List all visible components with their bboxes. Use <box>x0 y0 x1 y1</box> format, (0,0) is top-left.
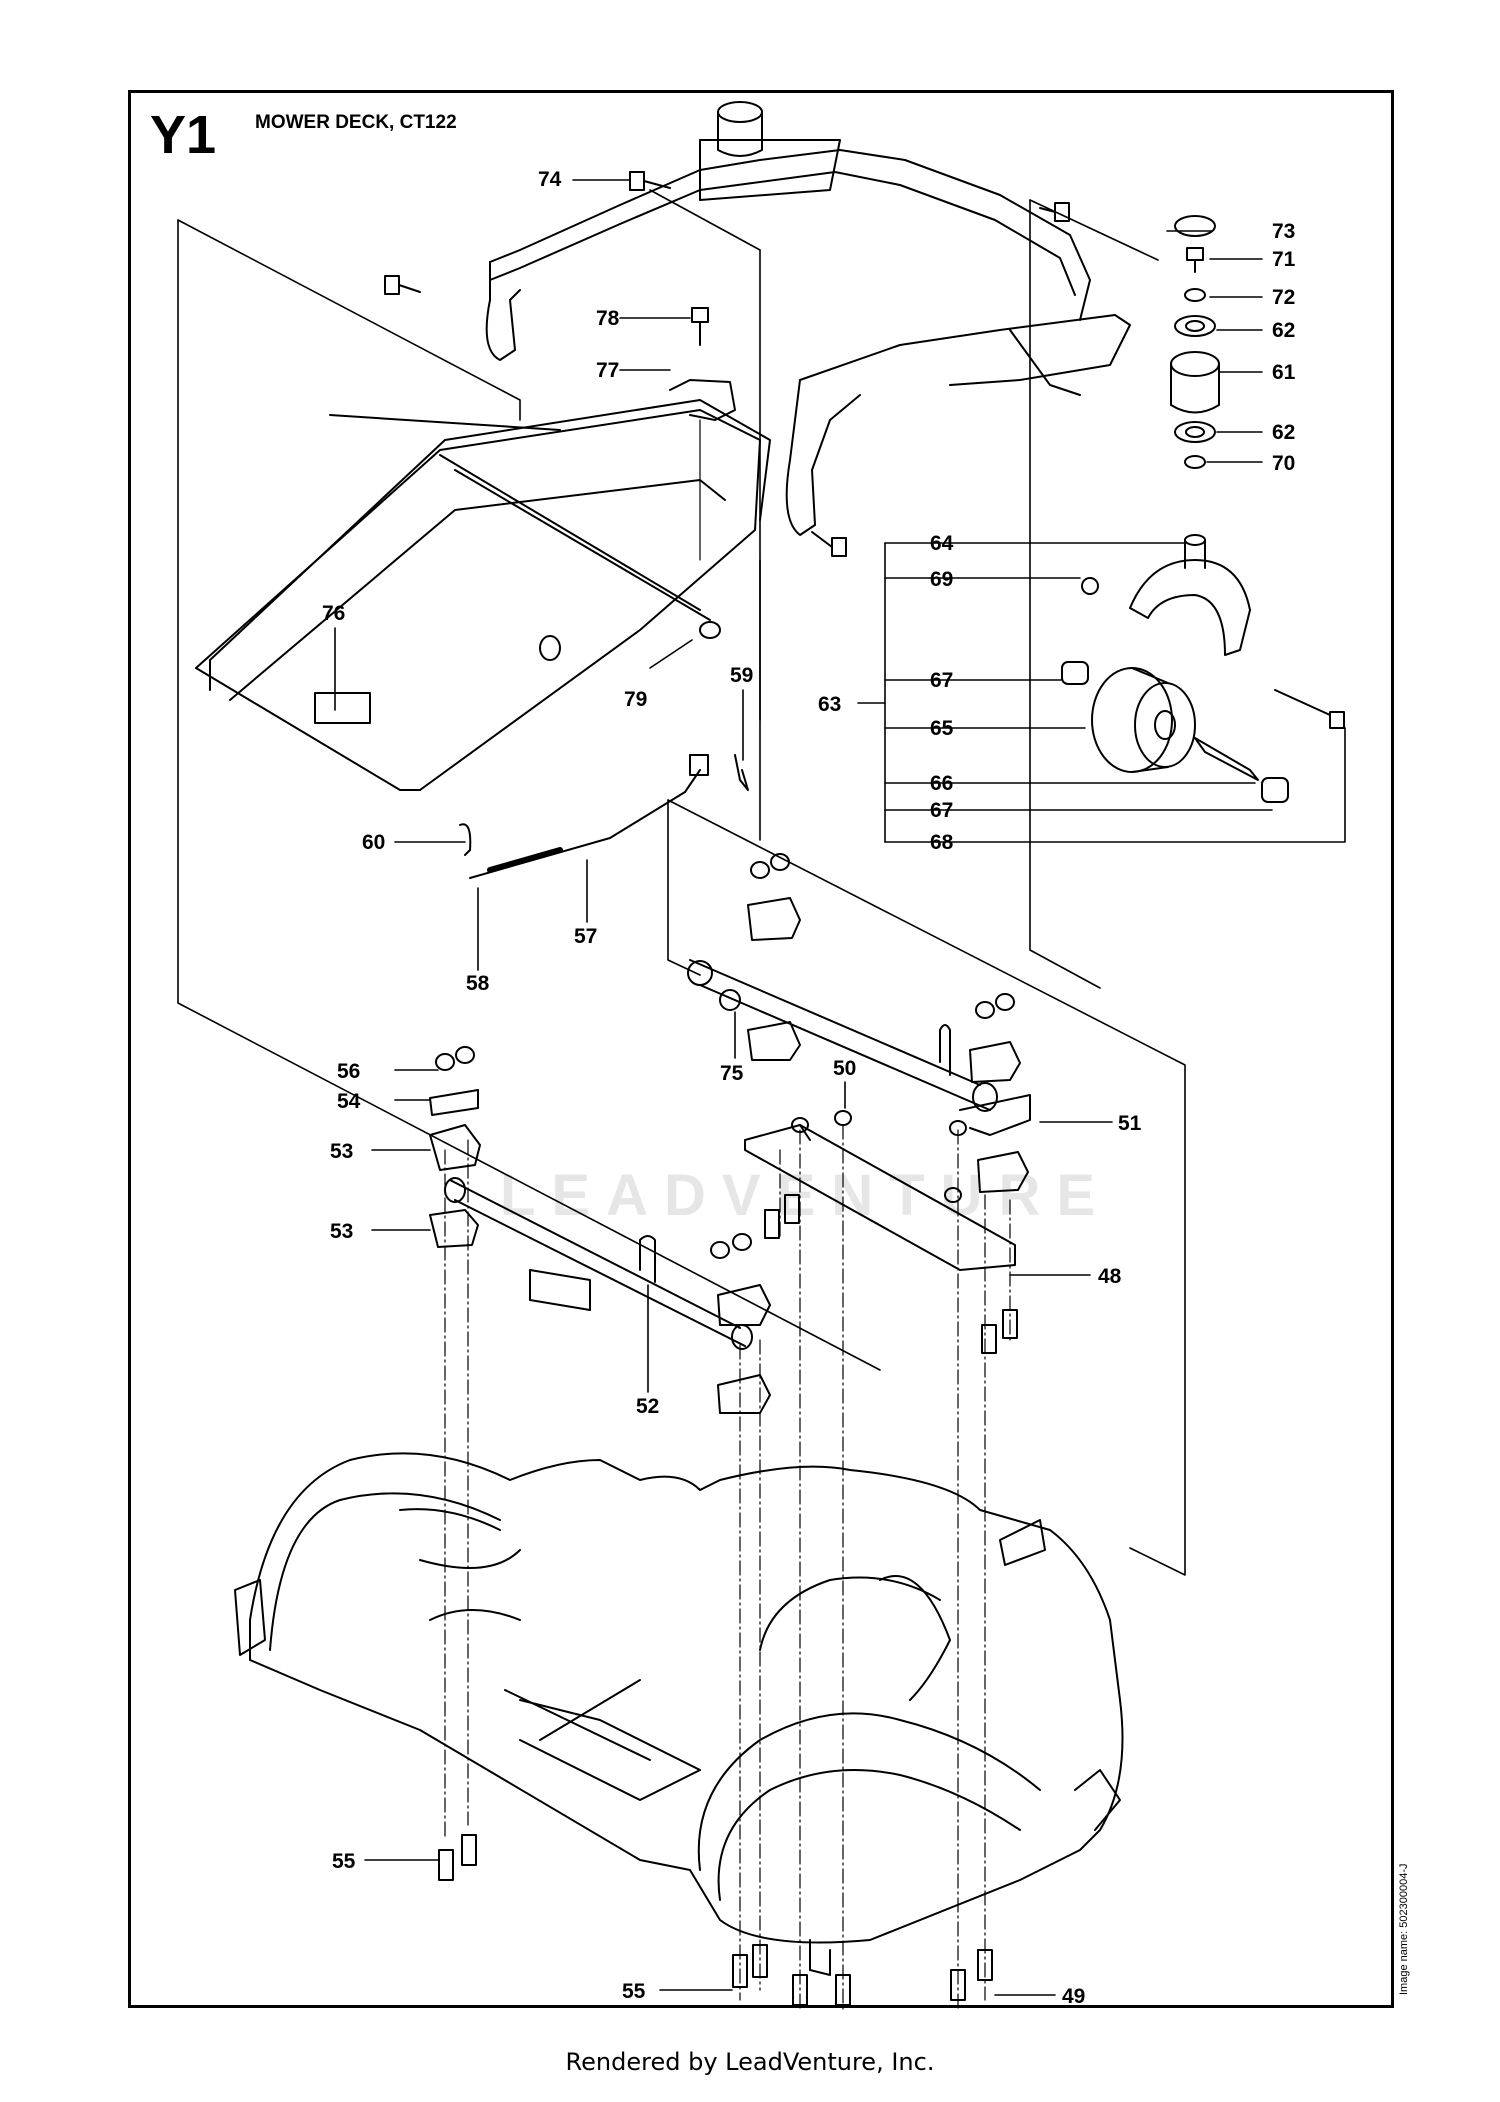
callout-62-top: 62 <box>1272 319 1295 342</box>
spacer-66 <box>1194 737 1259 781</box>
callout-77: 77 <box>596 359 619 382</box>
diagram-title: MOWER DECK, CT122 <box>255 112 457 133</box>
callout-65: 65 <box>930 717 954 740</box>
bolt-axis-lines <box>444 1124 1011 2011</box>
callout-66: 66 <box>930 772 953 795</box>
leader-lines <box>334 179 1346 1996</box>
bracket-77 <box>669 379 736 561</box>
bolt-upper-left <box>384 275 421 295</box>
wheel-65 <box>1091 667 1196 773</box>
callout-61: 61 <box>1272 361 1296 384</box>
callout-78: 78 <box>596 307 620 330</box>
bearing-62-bottom <box>1174 421 1216 443</box>
bolt-right-arm <box>811 531 847 557</box>
callout-76: 76 <box>322 602 345 625</box>
bolt-upper-right <box>1039 202 1070 222</box>
callout-58: 58 <box>466 972 490 995</box>
image-name-note: Image name: 502300004-J <box>1398 1863 1410 1995</box>
group-outline-lower <box>667 799 1186 1576</box>
rod-57 <box>469 754 709 879</box>
footer-credit: Rendered by LeadVenture, Inc. <box>565 2048 935 2076</box>
callout-67-upper: 67 <box>930 669 953 692</box>
washer-72 <box>1184 288 1206 302</box>
caster-yoke-64 <box>1129 534 1251 656</box>
callout-73: 73 <box>1272 220 1295 243</box>
group-outline-center <box>649 189 761 841</box>
callout-74: 74 <box>538 168 562 191</box>
callout-72: 72 <box>1272 286 1295 309</box>
bolts-lower <box>438 1194 1018 2006</box>
nut-69 <box>1081 577 1099 595</box>
callout-69: 69 <box>930 568 953 591</box>
clamp-53-lower <box>429 1209 479 1248</box>
diagram-frame <box>128 90 1394 2008</box>
callout-50: 50 <box>833 1057 856 1080</box>
bracket-48 <box>744 1124 1016 1271</box>
callout-52: 52 <box>636 1395 659 1418</box>
clip-60 <box>459 823 472 856</box>
bushing-67-right <box>1261 777 1289 803</box>
bolt-74 <box>629 171 671 191</box>
callout-79: 79 <box>624 688 647 711</box>
callout-75: 75 <box>720 1062 744 1085</box>
bolt-78 <box>691 307 709 346</box>
callout-71: 71 <box>1272 248 1296 271</box>
washer-70 <box>1184 455 1206 469</box>
callout-55-bottom: 55 <box>622 1980 646 2003</box>
nuts-56 <box>435 1046 475 1071</box>
callout-57: 57 <box>574 925 597 948</box>
section-code: Y1 <box>150 105 217 165</box>
callout-51: 51 <box>1118 1112 1142 1135</box>
spacer-61 <box>1170 351 1220 414</box>
frame-76 <box>195 399 771 791</box>
callout-60: 60 <box>362 831 385 854</box>
group-outline-left <box>177 219 881 1371</box>
lift-frame-assembly <box>485 101 1131 536</box>
callout-67-lower: 67 <box>930 799 953 822</box>
callout-63: 63 <box>818 693 841 716</box>
shaft-51 <box>687 959 1031 1136</box>
mower-deck-housing <box>234 1452 1124 1976</box>
shaft-52 <box>444 1177 753 1350</box>
plate-54 <box>429 1089 479 1116</box>
bearing-62-top <box>1174 315 1216 337</box>
bolt-68 <box>1274 689 1345 729</box>
callout-68: 68 <box>930 831 954 854</box>
bushing-67-left <box>1061 661 1089 685</box>
callout-55-left: 55 <box>332 1850 356 1873</box>
clamps-center <box>710 853 1029 1414</box>
callout-49: 49 <box>1062 1985 1085 2008</box>
callout-53-upper: 53 <box>330 1140 353 1163</box>
bolt-71 <box>1186 247 1204 273</box>
callout-64: 64 <box>930 532 954 555</box>
callout-labels: 74 73 71 72 78 62 77 61 62 70 76 64 69 7… <box>322 168 1296 2008</box>
callout-48: 48 <box>1098 1265 1122 1288</box>
callout-59: 59 <box>730 664 753 687</box>
pin-59 <box>734 754 749 791</box>
callout-70: 70 <box>1272 452 1295 475</box>
clamp-53-upper <box>429 1124 481 1171</box>
callout-53-lower: 53 <box>330 1220 353 1243</box>
callout-54: 54 <box>337 1090 361 1113</box>
callout-62-bottom: 62 <box>1272 421 1295 444</box>
callout-56: 56 <box>337 1060 360 1083</box>
cap-73 <box>1174 215 1216 237</box>
